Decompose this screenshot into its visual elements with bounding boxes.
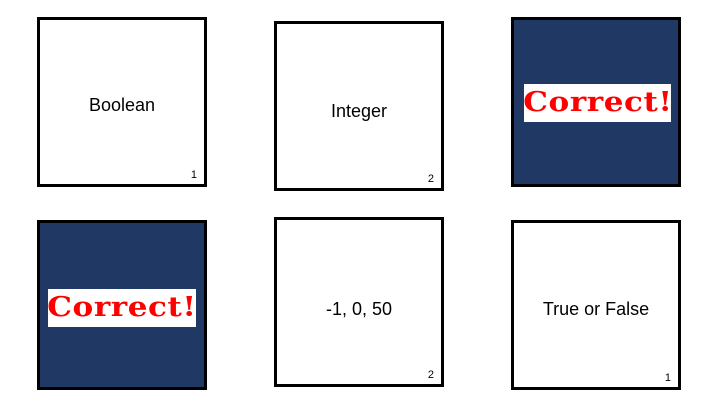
card-6-true-or-false[interactable]: True or False 1 — [511, 220, 681, 390]
card-label: True or False — [542, 299, 650, 319]
correct-text: Correct! — [522, 87, 673, 118]
card-pair-number: 2 — [427, 369, 434, 381]
card-label: -1, 0, 50 — [325, 299, 393, 319]
correct-banner: Correct! — [47, 289, 197, 327]
card-2-integer[interactable]: Integer 2 — [274, 21, 444, 191]
correct-banner: Correct! — [522, 84, 673, 122]
card-5-values[interactable]: -1, 0, 50 2 — [274, 217, 444, 387]
card-pair-number: 1 — [190, 169, 197, 181]
card-label: Integer — [330, 101, 388, 121]
card-1-boolean[interactable]: Boolean 1 — [37, 17, 207, 187]
card-3-matched: Correct! — [511, 17, 681, 187]
card-pair-number: 2 — [427, 173, 434, 185]
card-pair-number: 1 — [664, 372, 671, 384]
card-label: Boolean — [88, 95, 156, 115]
card-4-matched: Correct! — [37, 220, 207, 390]
correct-text: Correct! — [47, 292, 197, 323]
